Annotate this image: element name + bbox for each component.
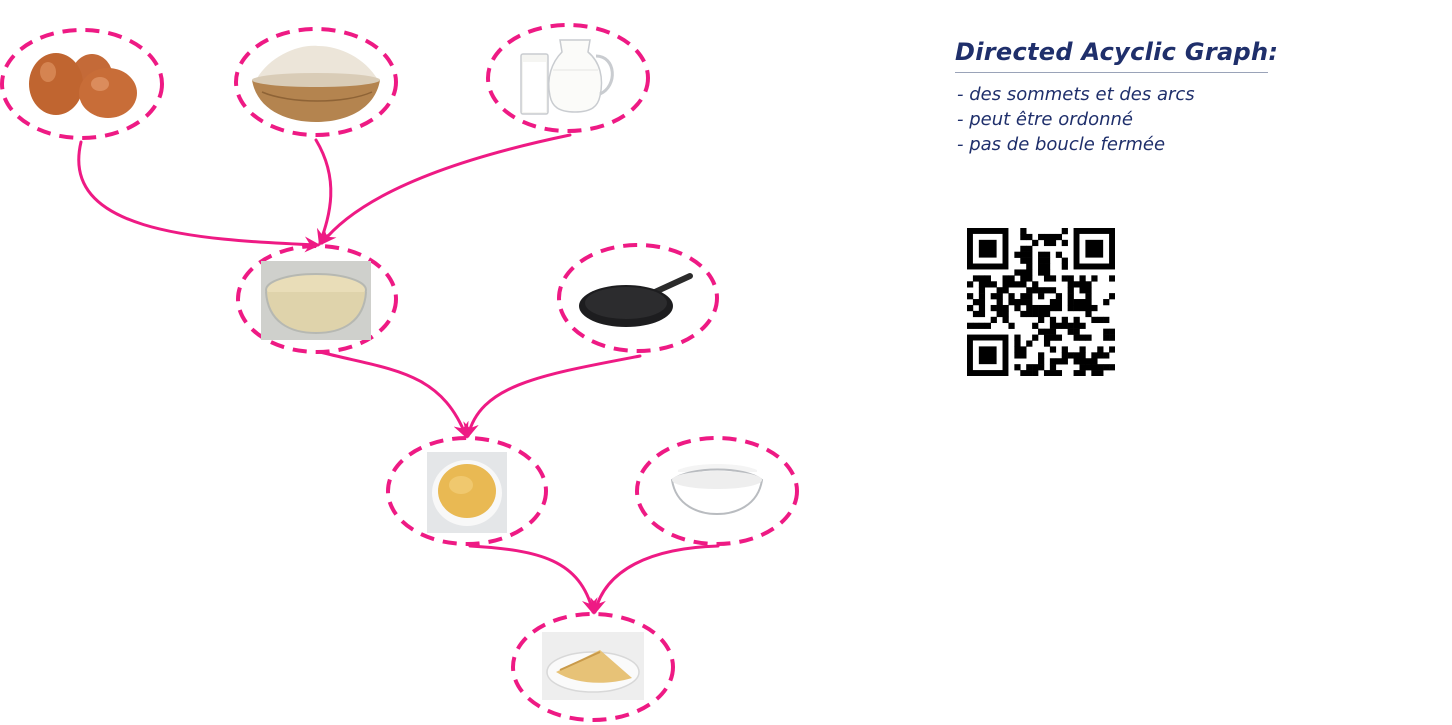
title-underline <box>955 72 1268 73</box>
edge-sugar-sugared <box>590 544 720 615</box>
node-sugared-crepe <box>511 612 675 722</box>
legend-list: - des sommets et des arcs - peut être or… <box>957 82 1195 157</box>
flour-bowl-icon <box>252 45 380 122</box>
crepe-plate-icon <box>427 452 507 533</box>
edge-eggs-batter <box>77 140 321 253</box>
legend-item: - pas de boucle fermée <box>957 134 1166 155</box>
edge-batter-crepe <box>318 350 469 439</box>
eggs-icon <box>29 53 137 118</box>
legend-item: - des sommets et des arcs <box>957 84 1195 105</box>
crepe-pan-icon <box>579 273 693 327</box>
edge-crepe-sugared <box>468 544 598 615</box>
node-crepe <box>386 436 548 546</box>
edge-flour-batter <box>314 138 333 246</box>
node-batter <box>236 244 398 354</box>
node-eggs <box>0 28 164 140</box>
node-flour <box>234 27 398 137</box>
sugar-bowl-icon <box>670 464 764 516</box>
folded-crepe-icon <box>542 632 644 700</box>
node-pan <box>557 243 719 353</box>
legend-item: - peut être ordonné <box>957 109 1133 130</box>
milk-jug-icon <box>520 39 614 115</box>
legend-title: Directed Acyclic Graph: <box>955 38 1279 66</box>
batter-bowl-icon <box>261 261 371 340</box>
edge-pan-crepe <box>463 354 642 439</box>
node-milk <box>486 23 650 133</box>
edge-milk-batter <box>320 133 572 246</box>
dag-diagram <box>0 23 799 722</box>
qr-code-icon[interactable] <box>967 228 1115 376</box>
node-sugar <box>635 436 799 546</box>
